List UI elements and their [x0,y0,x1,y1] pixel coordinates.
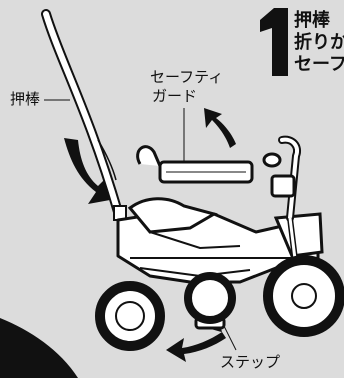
step-label: ステップ [220,353,281,371]
step-number-graphic [260,8,288,76]
heading-line-2: 折りか [294,32,344,53]
safety-guard-label-line-2: ガード [152,87,198,105]
safety-guard-label: セーフティ ガード [150,68,223,106]
step-arrow [166,332,226,362]
guard-arrow [204,108,236,148]
step-leader [223,325,237,351]
tricycle-frame [116,135,333,333]
safety-guard-label-line-1: セーフティ [150,68,224,86]
dark-corner-shape [0,318,78,378]
safety-guard [136,145,254,184]
front-wheel [263,255,344,337]
rear-wheel-right [184,272,236,324]
rear-wheel-left [95,281,165,351]
push-handle-bar [41,9,127,221]
heading-line-3: セーフ [294,54,344,75]
push-handle-label: 押棒 [10,90,41,108]
rotate-arrow-left [64,138,110,204]
instruction-heading: 押棒 折りか セーフ [294,10,344,76]
heading-line-1: 押棒 [294,10,330,31]
